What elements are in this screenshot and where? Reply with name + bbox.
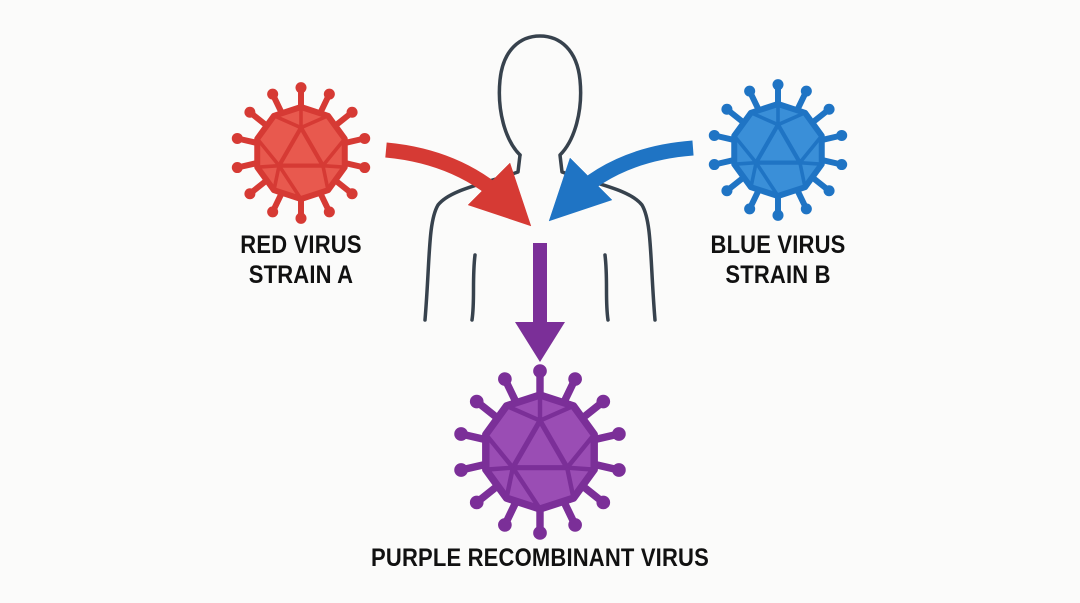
spike-tip (231, 132, 243, 144)
capsid-edge (273, 114, 302, 130)
capsid-edge (564, 467, 576, 499)
capsid-edge (300, 114, 329, 130)
capsid-facet (753, 122, 803, 165)
spike-tip (823, 185, 835, 197)
capsid-edge (510, 466, 542, 511)
capsid-edge (321, 137, 347, 167)
spike-tip (721, 185, 733, 197)
spike-tip (469, 495, 484, 510)
capsid-edge (798, 162, 807, 188)
spike-tip (800, 85, 812, 97)
spike-tip (244, 106, 256, 118)
capsid-edge (750, 111, 779, 127)
spike-tip (836, 129, 848, 141)
capsid-edge (485, 465, 514, 472)
spike-tip (469, 394, 484, 409)
spike-tip (800, 203, 812, 215)
spike-tip (596, 495, 611, 510)
purple-virus-label: PURPLE RECOMBINANT VIRUS (371, 544, 709, 572)
spike-tip (359, 162, 371, 174)
capsid-edge (749, 162, 758, 188)
spike-tip (359, 132, 371, 144)
spike-tip (346, 106, 358, 118)
red-arrow (385, 142, 532, 227)
blue-virus-icon (708, 79, 848, 221)
capsid-edge (799, 160, 822, 167)
spike-tip (454, 463, 468, 477)
spike-tip (708, 129, 720, 141)
capsid-edge (277, 164, 303, 200)
capsid-edge (734, 160, 757, 167)
spike-tip (498, 372, 512, 386)
spike-tip (596, 394, 611, 409)
spike-tip (323, 206, 335, 218)
red-label-line1: RED VIRUS (240, 231, 362, 259)
spike-tip (323, 88, 335, 100)
capsid-edge (484, 432, 515, 470)
spike-tip (612, 463, 626, 477)
spike-tip (721, 103, 733, 115)
capsid-edge (798, 134, 824, 164)
spike-tip (744, 203, 756, 215)
spike-tip (533, 526, 547, 540)
capsid-edge (777, 111, 806, 127)
capsid-edge (565, 432, 596, 470)
capsid-edge (321, 165, 330, 191)
spike-tip (772, 79, 784, 91)
spike-tip (708, 159, 720, 171)
capsid-edge (504, 467, 516, 499)
spike-tip (454, 427, 468, 441)
purple-arrow (515, 243, 565, 362)
spike-tip (612, 427, 626, 441)
capsid-edge (505, 403, 541, 423)
purple-virus-icon (454, 364, 626, 540)
spike-tip (836, 159, 848, 171)
red-virus-label: RED VIRUS STRAIN A (213, 230, 389, 290)
spike-tip (568, 518, 582, 532)
red-label-line2: STRAIN A (248, 261, 354, 289)
spike-tip (823, 103, 835, 115)
spike-tip (498, 518, 512, 532)
blue-virus-label: BLUE VIRUS STRAIN B (690, 230, 866, 290)
spike-tip (267, 206, 279, 218)
blue-label-line1: BLUE VIRUS (710, 231, 846, 259)
spike-tip (267, 88, 279, 100)
capsid-edge (257, 163, 280, 170)
capsid-edge (566, 465, 595, 472)
capsid-edge (255, 137, 281, 167)
spike-tip (295, 82, 307, 94)
spike-tip (231, 162, 243, 174)
spike-tip (533, 364, 547, 378)
blue-label-line2: STRAIN B (725, 261, 831, 289)
capsid-edge (322, 163, 345, 170)
capsid-facet (510, 418, 570, 471)
spike-tip (744, 85, 756, 97)
capsid-edge (732, 134, 758, 164)
red-virus-icon (231, 82, 371, 224)
spike-tip (772, 209, 784, 221)
capsid-edge (272, 165, 281, 191)
blue-arrow (548, 140, 694, 222)
spike-tip (244, 188, 256, 200)
spike-tip (568, 372, 582, 386)
capsid-facet (276, 125, 326, 168)
spike-tip (346, 188, 358, 200)
capsid-edge (754, 161, 780, 197)
spike-tip (295, 212, 307, 224)
capsid-edge (539, 403, 575, 423)
